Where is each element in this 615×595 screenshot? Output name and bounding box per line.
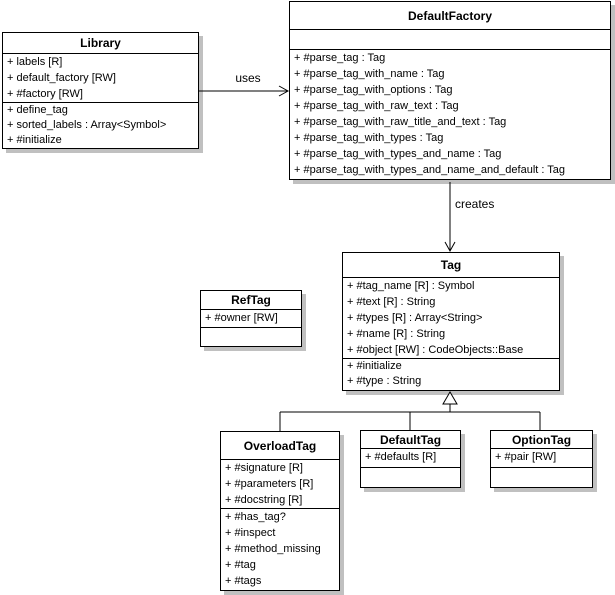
- attribute: + #parameters [R]: [225, 478, 314, 490]
- class-reftag-title: RefTag: [201, 291, 301, 310]
- method: + #parse_tag_with_raw_text : Tag: [294, 100, 459, 112]
- class-defaultfactory-attributes: [290, 30, 610, 50]
- creates-edge-label: creates: [455, 197, 495, 211]
- method: + sorted_labels : Array<Symbol>: [7, 119, 167, 131]
- attribute: + #docstring [R]: [225, 494, 303, 506]
- attribute: + #object [RW] : CodeObjects::Base: [347, 344, 524, 356]
- method: + #inspect: [225, 527, 276, 539]
- class-overloadtag-attributes: + #signature [R] + #parameters [R] + #do…: [221, 460, 339, 509]
- method: + #tags: [225, 575, 262, 587]
- class-defaultfactory[interactable]: DefaultFactory + #parse_tag : Tag + #par…: [289, 1, 611, 180]
- class-defaulttag-methods: [361, 468, 460, 487]
- class-tag[interactable]: Tag + #tag_name [R] : Symbol + #text [R]…: [342, 252, 560, 391]
- class-defaultfactory-methods: + #parse_tag : Tag + #parse_tag_with_nam…: [290, 50, 610, 179]
- class-defaulttag-attributes: + #defaults [R]: [361, 449, 460, 468]
- method: + #method_missing: [225, 543, 321, 555]
- method: + #parse_tag_with_options : Tag: [294, 84, 453, 96]
- class-overloadtag-title: OverloadTag: [221, 432, 339, 460]
- class-reftag-attributes: + #owner [RW]: [201, 310, 301, 328]
- method: + #parse_tag_with_types_and_name : Tag: [294, 148, 502, 160]
- class-defaulttag-title: DefaultTag: [361, 431, 460, 449]
- attribute: + #name [R] : String: [347, 328, 446, 340]
- class-defaulttag[interactable]: DefaultTag + #defaults [R]: [360, 430, 461, 488]
- method: + define_tag: [7, 104, 68, 116]
- class-optiontag-methods: [491, 468, 592, 487]
- method: + #initialize: [7, 134, 62, 146]
- class-overloadtag-methods: + #has_tag? + #inspect + #method_missing…: [221, 509, 339, 590]
- class-tag-title: Tag: [343, 253, 559, 278]
- generalization-triangle-icon: [442, 391, 458, 405]
- attribute: + #signature [R]: [225, 462, 303, 474]
- uses-edge-label: uses: [235, 71, 261, 85]
- method: + #tag: [225, 559, 256, 571]
- method: + #initialize: [347, 360, 402, 372]
- class-library-methods: + define_tag + sorted_labels : Array<Sym…: [3, 103, 198, 148]
- class-reftag[interactable]: RefTag + #owner [RW]: [200, 290, 302, 347]
- class-optiontag[interactable]: OptionTag + #pair [RW]: [490, 430, 593, 488]
- method: + #parse_tag_with_name : Tag: [294, 68, 445, 80]
- uses-open-arrowhead-icon: [278, 85, 290, 97]
- method: + #parse_tag : Tag: [294, 52, 386, 64]
- class-overloadtag[interactable]: OverloadTag + #signature [R] + #paramete…: [220, 431, 340, 591]
- attribute: + default_factory [RW]: [7, 72, 116, 84]
- class-defaultfactory-title: DefaultFactory: [290, 2, 610, 30]
- class-tag-attributes: + #tag_name [R] : Symbol + #text [R] : S…: [343, 278, 559, 359]
- class-library[interactable]: Library + labels [R] + default_factory […: [2, 32, 199, 149]
- class-optiontag-title: OptionTag: [491, 431, 592, 449]
- attribute: + #factory [RW]: [7, 88, 83, 100]
- class-library-attributes: + labels [R] + default_factory [RW] + #f…: [3, 54, 198, 103]
- creates-open-arrowhead-icon: [444, 241, 456, 253]
- attribute: + #text [R] : String: [347, 296, 436, 308]
- method: + #parse_tag_with_raw_title_and_text : T…: [294, 116, 507, 128]
- method: + #type : String: [347, 375, 422, 387]
- method: + #parse_tag_with_types_and_name_and_def…: [294, 164, 566, 176]
- attribute: + #tag_name [R] : Symbol: [347, 280, 475, 292]
- class-library-title: Library: [3, 33, 198, 54]
- method: + #parse_tag_with_types : Tag: [294, 132, 444, 144]
- attribute: + labels [R]: [7, 56, 63, 68]
- attribute: + #types [R] : Array<String>: [347, 312, 483, 324]
- attribute: + #pair [RW]: [495, 451, 557, 463]
- method: + #has_tag?: [225, 511, 286, 523]
- attribute: + #owner [RW]: [205, 312, 278, 324]
- class-optiontag-attributes: + #pair [RW]: [491, 449, 592, 468]
- attribute: + #defaults [R]: [365, 451, 437, 463]
- class-reftag-methods: [201, 328, 301, 346]
- class-tag-methods: + #initialize + #type : String: [343, 359, 559, 390]
